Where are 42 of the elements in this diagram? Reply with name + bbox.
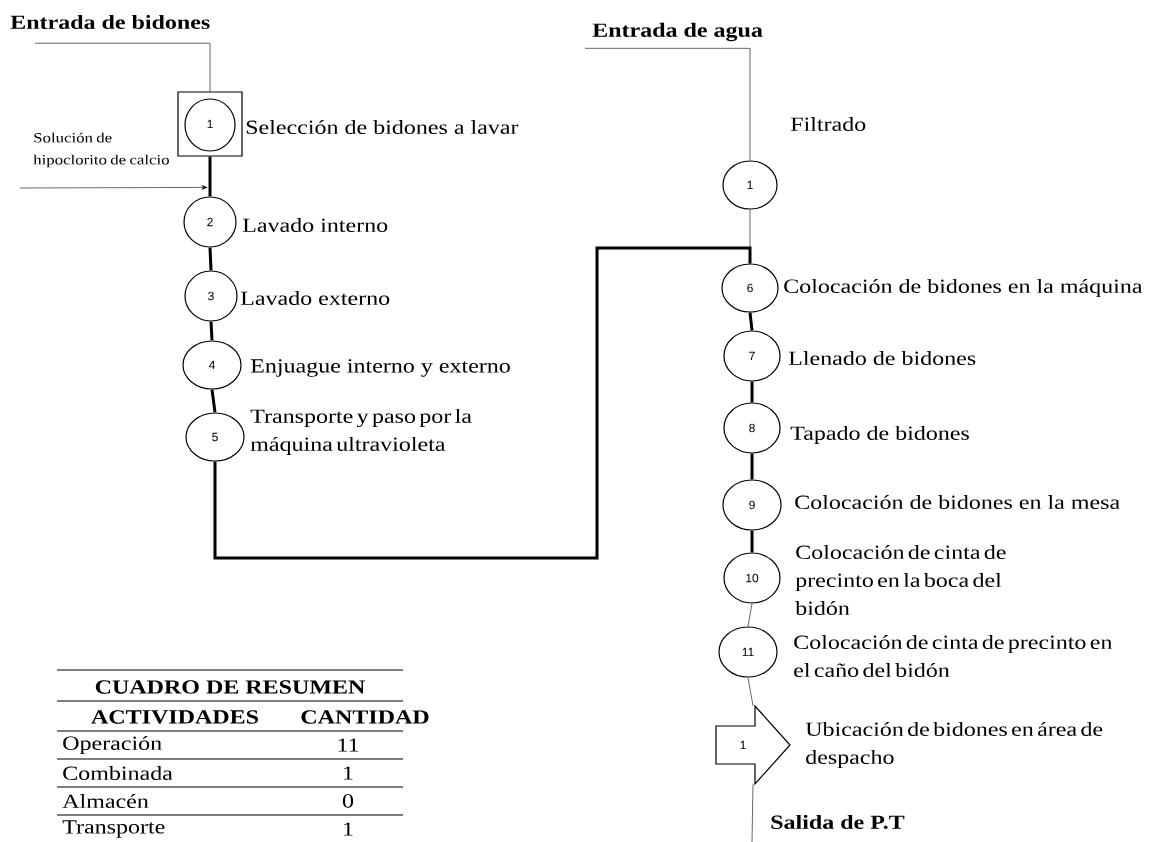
flow-line [208, 156, 212, 197]
output-label: Salida de P.T [771, 814, 905, 830]
step-description: Colocación de cinta de precinto en el caño del bidón [794, 634, 1113, 678]
step-description: Selección de bidones a lavar [246, 119, 519, 135]
step-description: Tapado de bidones [790, 425, 969, 445]
table-cell: 0 [342, 794, 354, 808]
flow-line [747, 603, 753, 627]
heading: Entrada de bidones [10, 14, 210, 29]
flow-line [210, 389, 217, 413]
flow-line [209, 321, 214, 341]
step-description: Ubicación de bidones en área de despacho [805, 721, 1103, 769]
flow-line [747, 677, 754, 707]
column-header: CANTIDAD [301, 710, 429, 724]
table-cell: Transporte [62, 820, 165, 838]
step-description: Colocación de bidones en la mesa [795, 494, 1120, 510]
step-description: Enjuague interno y externo [250, 359, 510, 377]
flow-line [750, 453, 754, 480]
step-description: Lavado externo [240, 290, 390, 305]
step-description: Lavado interno [242, 217, 388, 233]
flow-line [750, 530, 754, 553]
table-cell: Combinada [63, 765, 173, 780]
step-description: Transporte y paso por la máquina ultravioleta [250, 408, 472, 456]
flow-line [750, 381, 754, 403]
flow-line [208, 247, 213, 271]
flow-line [213, 246, 752, 560]
table-cell: 1 [344, 822, 353, 836]
table-cell: 1 [344, 766, 353, 780]
column-header: ACTIVIDADES [91, 710, 258, 724]
flow-line [751, 783, 754, 842]
step-description: Llenado de bidones [788, 350, 976, 365]
flow-line [19, 185, 208, 190]
table-title: CUADRO DE RESUMEN [95, 680, 365, 694]
table-cell: Almacén [62, 793, 149, 809]
table-cell: 11 [338, 738, 359, 752]
heading: Entrada de agua [592, 22, 763, 42]
table-cell: Operación [63, 735, 162, 755]
step-description: Filtrado [790, 116, 866, 132]
step-description: Colocación de cinta de precinto en la boca del bidón [795, 544, 1006, 616]
input-note: Solución de hipoclorito de calcio [33, 132, 169, 168]
step-description: Colocación de bidones en la máquina [784, 278, 1143, 298]
flow-line [749, 209, 751, 264]
flow-line [748, 312, 754, 331]
